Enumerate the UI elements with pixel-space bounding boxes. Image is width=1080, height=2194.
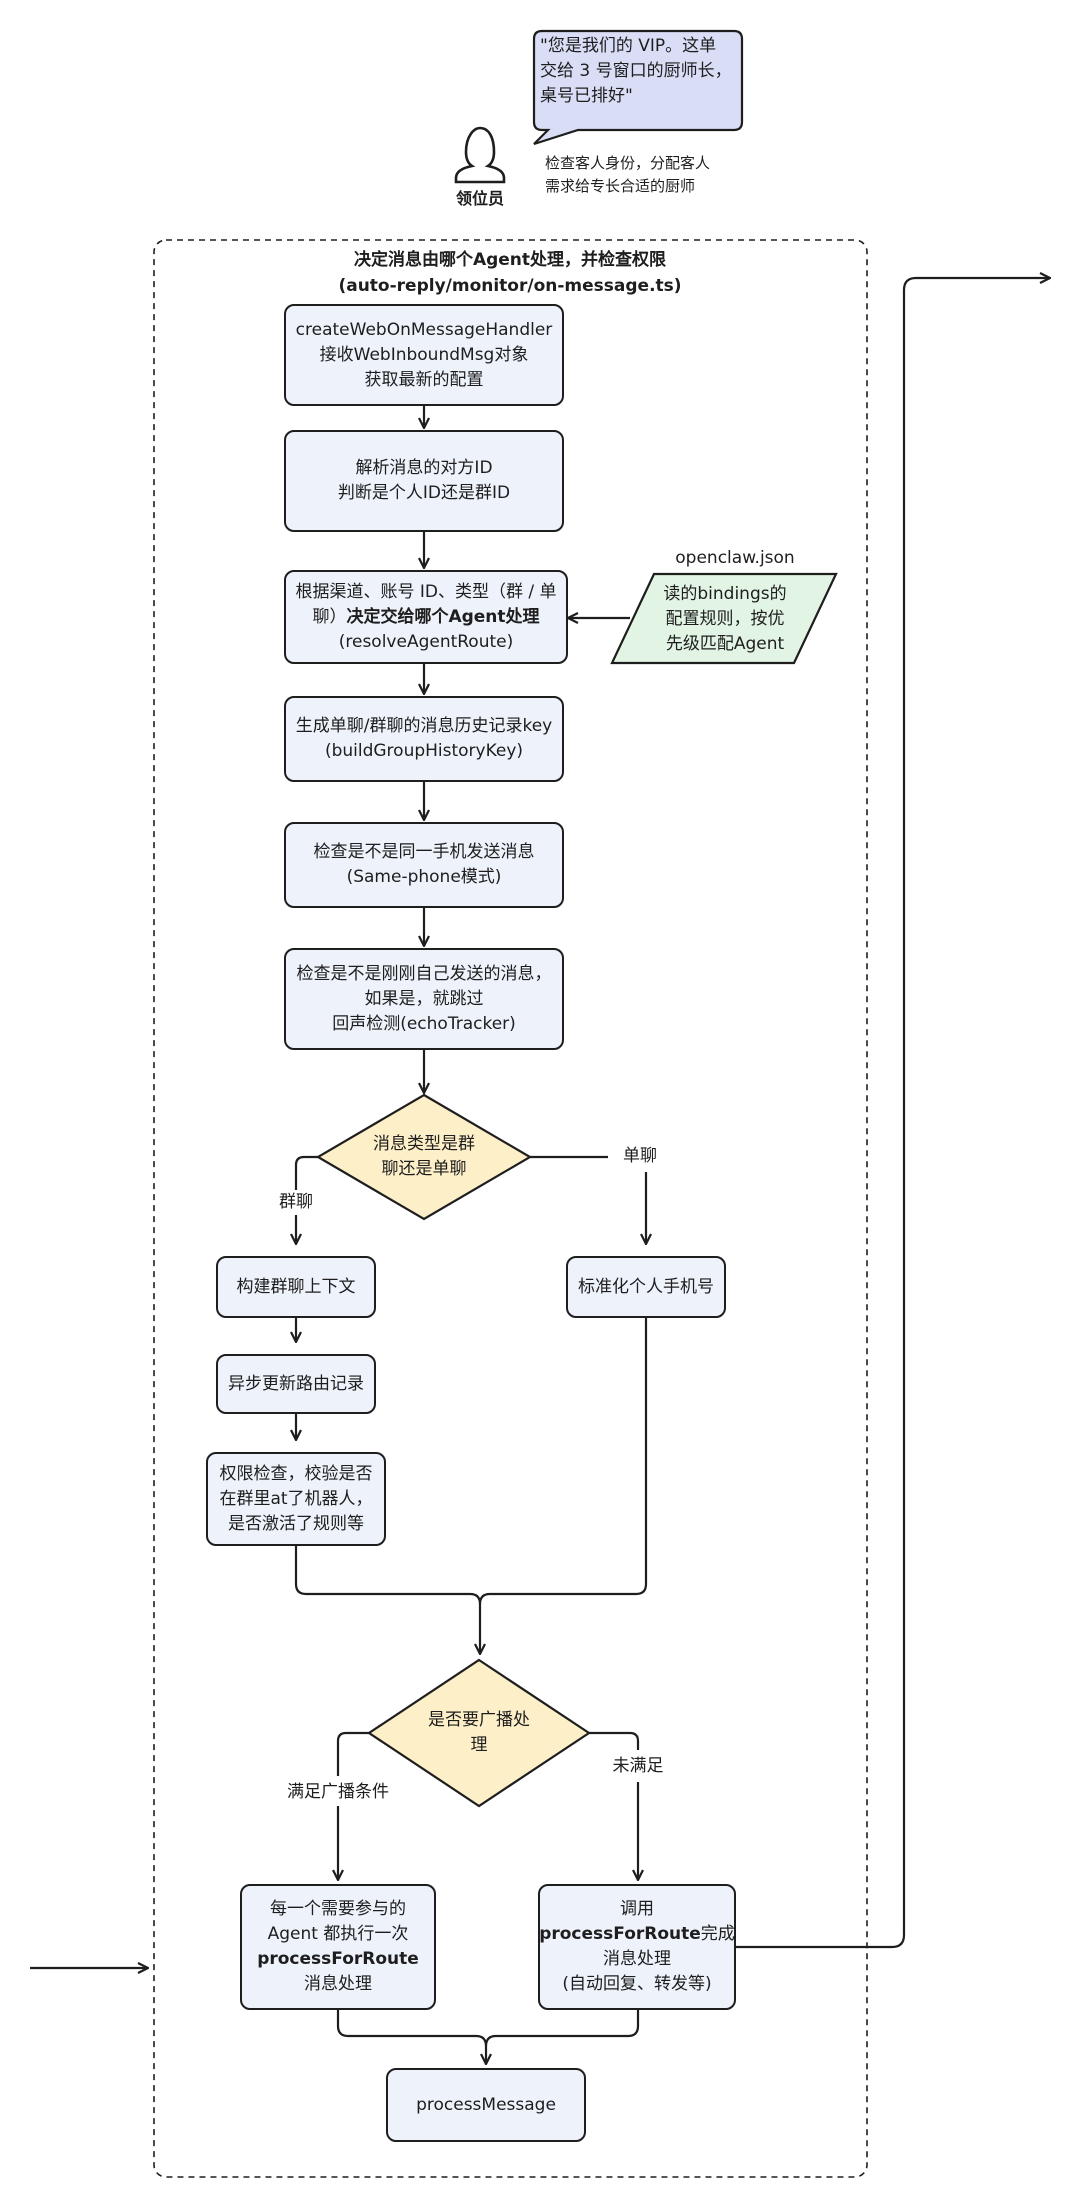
parse-line-2: 判断是个人ID还是群ID — [337, 483, 511, 503]
merge-bottom-right — [484, 2010, 640, 2047]
bubble-line-2: 交给 3 号窗口的厨师长， — [540, 61, 732, 81]
step-permission: 权限检查，校验是否 在群里at了机器人， 是否激活了规则等 — [206, 1452, 386, 1546]
bubble-line-1: "您是我们的 VIP。这单 — [540, 36, 717, 56]
call-line-2-suffix: 完成 — [700, 1924, 735, 1944]
decision-broadcast-shape — [367, 1658, 591, 1808]
step-handler: createWebOnMessageHandler 接收WebInboundMs… — [284, 304, 564, 406]
step-echo-check: 检查是不是刚刚自己发送的消息， 如果是，就跳过 回声检测(echoTracker… — [284, 948, 564, 1050]
permission-line-2: 在群里at了机器人， — [219, 1488, 373, 1509]
branch-group-label: 群聊 — [266, 1190, 326, 1215]
echo-line-2: 如果是，就跳过 — [364, 988, 484, 1009]
branch-single-label: 单聊 — [612, 1144, 668, 1169]
step-call-route: 调用 processForRoute完成 消息处理 (自动回复、转发等) — [538, 1884, 736, 2010]
container-subtitle: (auto-reply/monitor/on-message.ts) — [338, 276, 682, 296]
each-line-2: Agent 都执行一次 — [267, 1924, 409, 1944]
handler-line-2: 接收WebInboundMsg对象 — [319, 344, 529, 365]
exit-arrow — [736, 278, 1050, 1949]
route-line-3: (resolveAgentRoute) — [338, 631, 514, 652]
host-description: 检查客人身份，分配客人 需求给专长合适的厨师 — [545, 152, 755, 198]
permission-line-1: 权限检查，校验是否 — [219, 1463, 373, 1484]
echo-line-3: 回声检测(echoTracker) — [332, 1013, 516, 1034]
step-process-message: processMessage — [386, 2068, 586, 2142]
config-line-3: 先级匹配Agent — [665, 634, 785, 654]
step-broadcast-each: 每一个需要参与的 Agent 都执行一次 processForRoute 消息处… — [240, 1884, 436, 2010]
config-parallelogram-shape — [610, 572, 838, 665]
decision-chat-type-shape — [315, 1093, 533, 1221]
branch-broadcast-no-label: 未满足 — [606, 1754, 670, 1779]
decision-chat-type-text: 消息类型是群 聊还是单聊 — [354, 1132, 494, 1182]
each-line-4: 消息处理 — [304, 1974, 372, 1994]
step-resolve-route: 根据渠道、账号 ID、类型（群 / 单 聊）决定交给哪个Agent处理 (res… — [284, 570, 568, 664]
permission-line-3: 是否激活了规则等 — [228, 1513, 364, 1534]
host-desc-line-1: 检查客人身份，分配客人 — [545, 154, 711, 172]
parse-line-1: 解析消息的对方ID — [355, 458, 493, 478]
container-title: 决定消息由哪个Agent处理，并检查权限 — [353, 250, 667, 270]
chat-type-line-2: 聊还是单聊 — [381, 1159, 467, 1179]
each-line-1: 每一个需要参与的 — [270, 1899, 406, 1919]
step-parse-id: 解析消息的对方ID 判断是个人ID还是群ID — [284, 430, 564, 532]
speech-bubble-shape — [532, 29, 744, 146]
host-desc-line-2: 需求给专长合适的厨师 — [545, 177, 696, 195]
host-label: 领位员 — [455, 189, 504, 208]
history-line-1: 生成单聊/群聊的消息历史记录key — [295, 716, 553, 736]
step-group-context: 构建群聊上下文 — [216, 1256, 376, 1318]
decision-broadcast-text: 是否要广播处 理 — [409, 1708, 549, 1758]
route-line-2-prefix: 聊） — [312, 606, 347, 627]
merge-left — [294, 1546, 480, 1654]
step-same-phone: 检查是不是同一手机发送消息 (Same-phone模式) — [284, 822, 564, 908]
step-history-key: 生成单聊/群聊的消息历史记录key (buildGroupHistoryKey) — [284, 696, 564, 782]
config-text: 读的bindings的 配置规则，按优 先级匹配Agent — [650, 582, 800, 657]
branch-group — [296, 1155, 318, 1244]
speech-bubble-text: "您是我们的 VIP。这单 交给 3 号窗口的厨师长， 桌号已排好" — [540, 34, 740, 109]
call-line-2-bold: processForRoute — [539, 1924, 701, 1944]
merge-bottom-left — [336, 2010, 486, 2064]
handler-line-1: createWebOnMessageHandler — [295, 319, 553, 340]
echo-line-1: 检查是不是刚刚自己发送的消息， — [296, 963, 552, 984]
chat-type-line-1: 消息类型是群 — [373, 1134, 475, 1154]
branch-broadcast-no — [589, 1731, 640, 1750]
route-line-2-bold: 决定交给哪个Agent处理 — [346, 606, 540, 627]
broadcast-line-2: 理 — [470, 1735, 488, 1755]
history-line-2: (buildGroupHistoryKey) — [324, 741, 524, 761]
config-file-label: openclaw.json — [675, 548, 795, 568]
merge-right — [478, 1318, 648, 1605]
branch-broadcast-yes — [336, 1731, 369, 1776]
config-line-2: 配置规则，按优 — [665, 609, 785, 629]
config-line-1: 读的bindings的 — [663, 584, 787, 604]
bubble-line-3: 桌号已排好" — [540, 86, 633, 106]
person-icon — [454, 126, 506, 184]
samephone-line-2: (Same-phone模式) — [346, 867, 502, 887]
samephone-line-1: 检查是不是同一手机发送消息 — [313, 842, 535, 862]
branch-broadcast-yes-label: 满足广播条件 — [278, 1780, 398, 1805]
container-border — [153, 239, 868, 2178]
call-line-1: 调用 — [620, 1899, 654, 1919]
call-line-3: 消息处理 — [603, 1949, 671, 1969]
handler-line-3: 获取最新的配置 — [364, 369, 484, 390]
each-line-3: processForRoute — [257, 1949, 419, 1969]
call-line-4: (自动回复、转发等) — [562, 1974, 712, 1994]
broadcast-line-1: 是否要广播处 — [428, 1710, 530, 1730]
route-line-2: 聊）决定交给哪个Agent处理 — [312, 605, 539, 630]
step-normalize-phone: 标准化个人手机号 — [566, 1256, 726, 1318]
route-line-1: 根据渠道、账号 ID、类型（群 / 单 — [295, 581, 557, 602]
call-line-2: processForRoute完成 — [539, 1922, 735, 1947]
step-async-route: 异步更新路由记录 — [216, 1354, 376, 1414]
